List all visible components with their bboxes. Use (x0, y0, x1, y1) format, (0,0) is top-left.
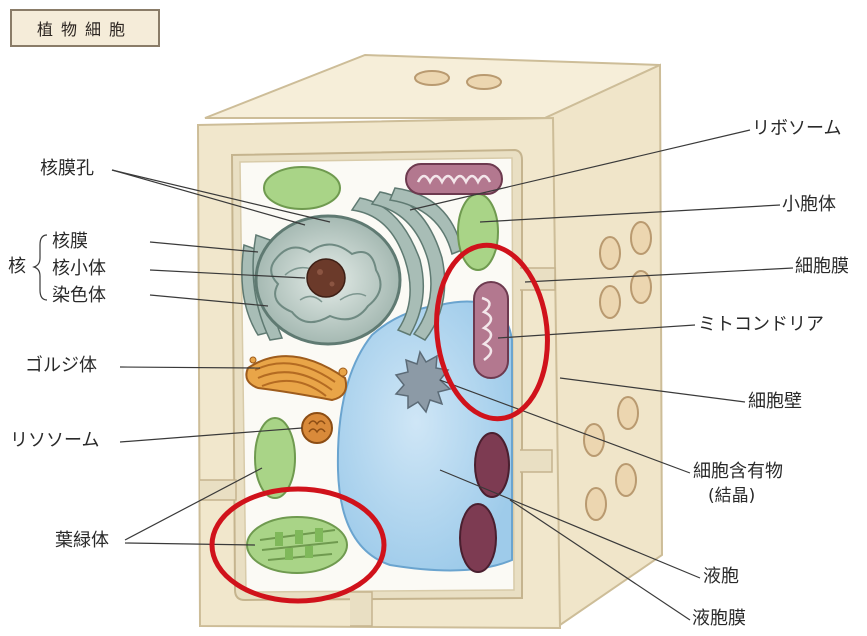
label-chloroplast: 葉緑体 (55, 532, 109, 550)
wall-pit (586, 488, 606, 520)
wall-pit (467, 75, 501, 89)
microbody (458, 194, 498, 270)
mitochondrion (474, 282, 508, 378)
mitochondrion-top (406, 164, 502, 194)
label-cell-wall: 細胞壁 (748, 393, 802, 411)
label-nucleolus: 核小体 (52, 260, 106, 278)
chloroplast-with-grana (247, 517, 347, 573)
label-cell-membrane: 細胞膜 (795, 258, 849, 276)
label-lysosome: リソソーム (10, 432, 99, 450)
mitochondrion-small (475, 433, 509, 497)
wall-pit (415, 71, 449, 85)
label-nuclear-membrane: 核膜 (52, 233, 88, 251)
wall-pit (600, 237, 620, 269)
wall-pit (616, 464, 636, 496)
mitochondrion-small (460, 504, 496, 572)
chloroplast (264, 167, 340, 209)
label-inclusion-crystal: (結晶) (708, 488, 755, 505)
label-tonoplast: 液胞膜 (692, 610, 746, 628)
label-nuclear-pore: 核膜孔 (40, 160, 94, 178)
label-vacuole: 液胞 (703, 568, 739, 586)
label-ribosome: リボソーム (752, 120, 841, 138)
label-inclusion: 細胞含有物 (693, 463, 783, 481)
wall-pit (618, 397, 638, 429)
label-mitochondria: ミトコンドリア (698, 316, 824, 334)
label-chromosome: 染色体 (52, 287, 106, 305)
label-nucleus: 核 (8, 258, 26, 276)
wall-pit (631, 222, 651, 254)
wall-pit (600, 286, 620, 318)
label-microbody: 小胞体 (782, 196, 836, 214)
label-golgi: ゴルジ体 (25, 357, 97, 375)
lysosome (302, 413, 332, 443)
nucleolus (307, 259, 345, 297)
